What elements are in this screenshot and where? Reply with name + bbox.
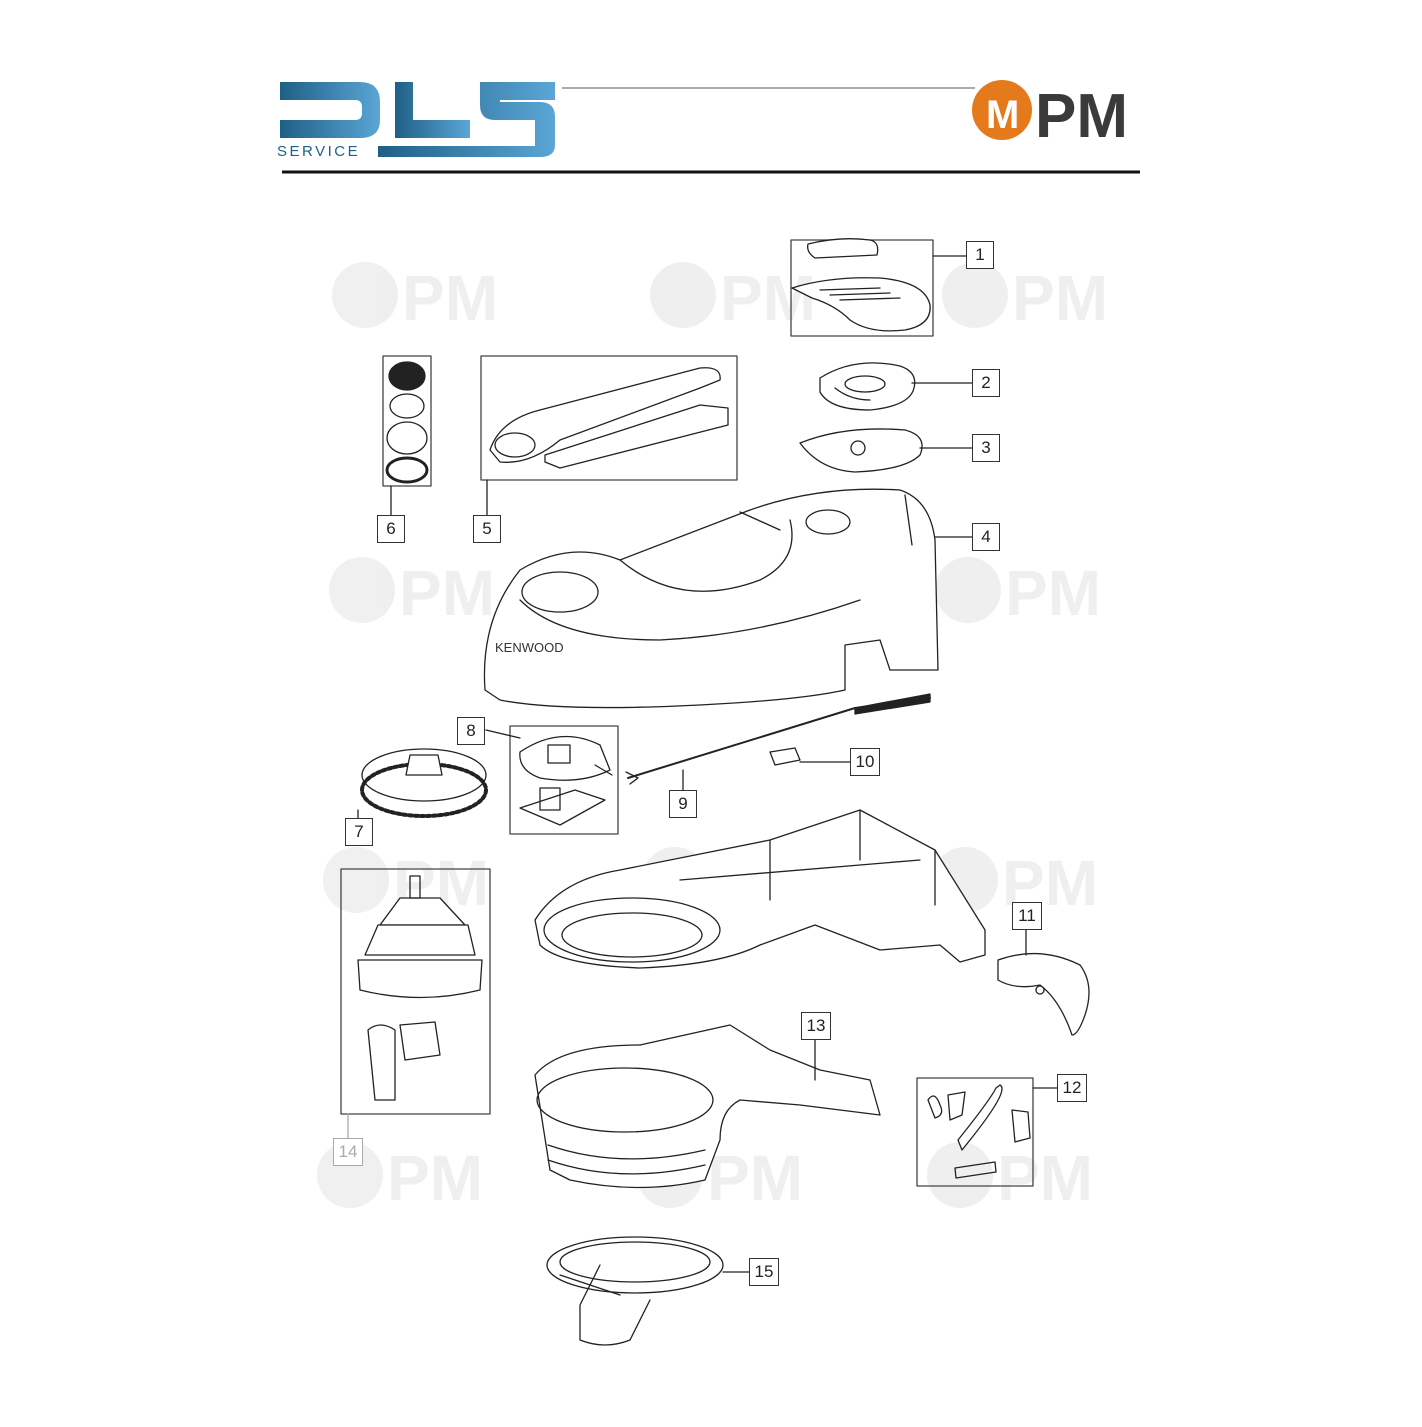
- callout-part-4: 4: [972, 523, 1000, 551]
- callout-part-9: 9: [669, 790, 697, 818]
- svg-text:PM: PM: [1035, 82, 1128, 151]
- part-12-latch-kit: [916, 1077, 1059, 1187]
- callout-part-7: 7: [345, 818, 373, 846]
- callout-part-15: 15: [749, 1258, 779, 1286]
- svg-text:PM: PM: [1012, 262, 1108, 334]
- svg-text:PM: PM: [399, 557, 495, 629]
- part-6-seal-set: [382, 355, 432, 519]
- callout-part-10: 10: [850, 748, 880, 776]
- callout-part-2: 2: [972, 369, 1000, 397]
- part-8-switch-assembly: [485, 725, 619, 835]
- svg-text:PM: PM: [1005, 557, 1101, 629]
- part-15-drip-tray: [546, 1236, 751, 1346]
- svg-text:PM: PM: [387, 1142, 483, 1214]
- callout-part-5: 5: [473, 515, 501, 543]
- part-1-top-cover: [790, 238, 967, 337]
- mpm-logo: M PM: [972, 80, 1128, 151]
- callout-part-6: 6: [377, 515, 405, 543]
- part-11-bracket: [997, 929, 1090, 1036]
- part-10-clip: [769, 747, 851, 766]
- part-3-gasket: [799, 428, 973, 473]
- svg-text:PM: PM: [707, 1142, 803, 1214]
- part-2-outlet-cover: [819, 362, 973, 411]
- svg-text:PM: PM: [997, 1142, 1093, 1214]
- main-chassis: [534, 809, 986, 969]
- svg-text:PM: PM: [402, 262, 498, 334]
- svg-text:PM: PM: [720, 262, 816, 334]
- part-7-gear: [357, 748, 488, 819]
- part-9-link-rod: [625, 693, 931, 791]
- part-14-motor: [340, 868, 491, 1141]
- svg-text:M: M: [986, 93, 1019, 137]
- part-5-top-trim: [480, 355, 738, 519]
- callout-part-1: 1: [966, 241, 994, 269]
- callout-part-13: 13: [801, 1012, 831, 1040]
- callout-part-3: 3: [972, 434, 1000, 462]
- kenwood-brand-text: KENWOOD: [495, 640, 564, 655]
- callout-part-11: 11: [1012, 902, 1042, 930]
- part-4-head-cover: KENWOOD: [483, 488, 973, 709]
- dls-service-logo: SERVICE: [277, 82, 555, 160]
- callout-part-12: 12: [1057, 1074, 1087, 1102]
- dls-service-sub: SERVICE: [277, 143, 360, 160]
- callout-part-8: 8: [457, 717, 485, 745]
- part-13-base: [534, 1024, 881, 1189]
- callout-part-14: 14: [333, 1138, 363, 1166]
